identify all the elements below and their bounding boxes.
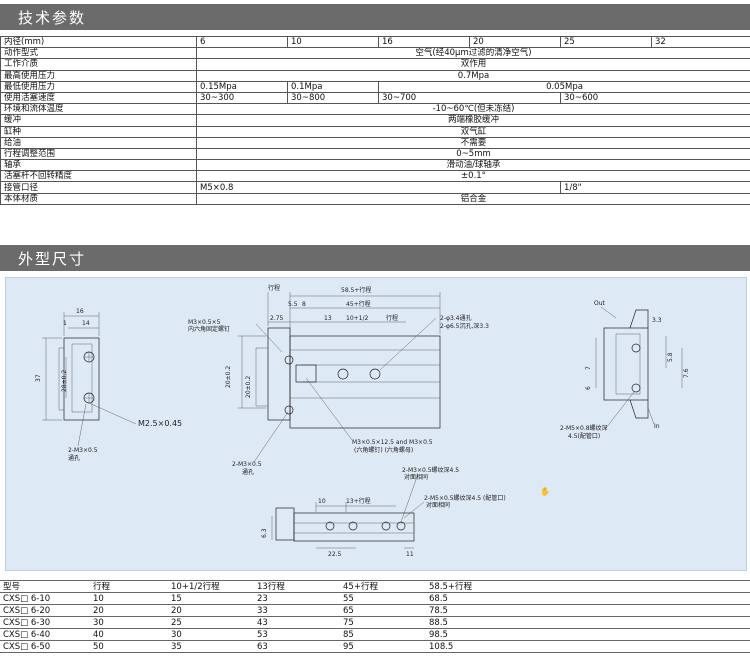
m3f-label: 通孔 (242, 468, 254, 476)
table-row: 最高使用压力 0.7Mpa (0, 69, 750, 82)
m3-label: M3×0.5×5 (188, 319, 221, 326)
table-row: 缸种 双气缸 (0, 125, 750, 138)
dim-7: 7 (585, 366, 592, 370)
bottom-body (293, 512, 415, 542)
m3d-label: (六角螺钉) (六角螺母) (354, 446, 413, 454)
table-row: 缓冲 两端橡胶缓冲 (0, 114, 750, 127)
dim-bottom-13s: 13+行程 (346, 497, 371, 505)
dims-section-header: 外型尺寸 (0, 245, 750, 271)
technical-drawing: 16 1 14 37 28±0.2 M2.5×0.45 2-M3×0.5 通孔 (5, 277, 747, 571)
dim-11: 11 (406, 551, 414, 558)
dim-v202: 20±0.2 (225, 366, 232, 388)
m3c-label: M3×0.5×12.5 and M3×0.5 (352, 439, 433, 446)
m5c-label: 2-M5×0.5螺纹深4.5 (配管口) (424, 494, 506, 502)
front-view: 行程 58.5+行程 5.5 8 45+行程 2.75 13 10+1/2 行程… (188, 284, 489, 476)
dim-stroke: 行程 (268, 284, 280, 292)
hole-label-2: 通孔 (68, 454, 80, 462)
drawing-svg: 16 1 14 37 28±0.2 M2.5×0.45 2-M3×0.5 通孔 (35, 284, 690, 558)
dim-55: 5.5 (288, 301, 298, 308)
table-row: 本体材质 铝合金 (0, 192, 750, 205)
dim-16: 16 (76, 308, 84, 315)
dim-13: 13 (324, 315, 332, 322)
dim-v202b: 20±0.2 (245, 376, 252, 398)
dim-28: 28±0.2 (61, 370, 68, 392)
port-inner (615, 333, 641, 395)
dim-bottom-10: 10 (318, 498, 326, 505)
table-row: CXS□ 6-40 40 30 53 85 98.5 (0, 628, 750, 641)
table-row: 使用活塞速度 30~300 30~800 30~700 30~600 (0, 91, 750, 105)
dim-58: 5.8 (667, 352, 674, 362)
table-row: CXS□ 6-50 50 35 63 95 108.5 (0, 640, 750, 653)
m3e-label: 2-M3×0.5 (232, 461, 262, 468)
dim-33: 3.3 (652, 317, 662, 324)
table-row: 内径(mm) 6 10 16 20 25 32 (0, 35, 750, 49)
dim-6: 6 (585, 386, 592, 390)
port-out-label: Out (594, 300, 606, 307)
dim-45: 45+行程 (346, 300, 371, 308)
thr-label: 2-φ3.4通孔 (440, 314, 471, 322)
m3-label-2: 内六角固定螺钉 (188, 325, 230, 333)
dim-225: 22.5 (328, 551, 342, 558)
port-view: Out In 3.3 5.8 7.6 7 6 2-M5×0.8螺纹深 4.5(配… (560, 300, 690, 440)
dim-total: 58.5+行程 (341, 286, 371, 294)
front-endplate (267, 327, 291, 421)
m5b-label: 4.5(配管口) (568, 432, 600, 440)
specs-section-title: 技术参数 (18, 9, 87, 27)
table-row: 活塞杆不回转精度 ±0.1° (0, 170, 750, 183)
specs-section-header: 技术参数 (0, 4, 750, 30)
front-hole-1 (337, 368, 349, 380)
table-row: 给油 不需要 (0, 136, 750, 149)
dim-stroke2: 行程 (386, 314, 398, 322)
dim-14: 14 (82, 320, 90, 327)
dim-37: 37 (35, 374, 42, 382)
thr-label-2: 2-φ6.5沉孔,深3.3 (440, 322, 489, 330)
m5a-label: 2-M5×0.8螺纹深 (560, 424, 608, 432)
dims-table: 型号 行程 10+1/2行程 13行程 45+行程 58.5+行程 CXS□ 6… (0, 580, 750, 653)
table-row: 环境和流体温度 -10~60℃(但未冻结) (0, 103, 750, 116)
spec-table: 内径(mm) 6 10 16 20 25 32 动作型式 空气(经40μm过滤的… (0, 35, 750, 205)
table-row: CXS□ 6-10 10 15 23 55 68.5 (0, 592, 750, 605)
table-header-row: 型号 行程 10+1/2行程 13行程 45+行程 58.5+行程 (0, 580, 750, 593)
hand-cursor-icon: ✋ (540, 486, 550, 496)
dim-8: 8 (302, 301, 306, 308)
dim-10half: 10+1/2 (346, 315, 369, 322)
dim-76: 7.6 (683, 368, 690, 378)
table-row: 接管口径 M5×0.8 1/8" (0, 181, 750, 194)
side-inner (71, 343, 93, 413)
table-row: 工作介质 双作用 (0, 58, 750, 71)
dim-1: 1 (63, 320, 67, 327)
port-in-label: In (654, 423, 660, 430)
thread-m25: M2.5×0.45 (138, 419, 182, 428)
front-hole-2 (369, 368, 381, 380)
hole-label: 2-M3×0.5 (68, 447, 98, 454)
port-body (603, 327, 649, 401)
port-in-hole (631, 383, 641, 393)
dim-275: 2.75 (270, 315, 284, 322)
table-row: 最低使用压力 0.15Mpa 0.1Mpa 0.05Mpa (0, 80, 750, 93)
side-flange (58, 347, 64, 411)
m5d-label: 对面相同 (426, 501, 450, 509)
table-row: CXS□ 6-20 20 20 33 65 78.5 (0, 604, 750, 617)
m3h-label: 对面相同 (404, 473, 428, 481)
table-row: 行程调整范围 0~5mm (0, 147, 750, 161)
dims-section-title: 外型尺寸 (18, 250, 87, 268)
dim-63: 6.3 (261, 528, 268, 538)
table-row: 动作型式 空气(经40μm过滤的清净空气) (0, 47, 750, 60)
bottom-endplate (275, 507, 295, 541)
port-out-hole (631, 343, 641, 353)
side-view: 16 1 14 37 28±0.2 M2.5×0.45 2-M3×0.5 通孔 (35, 308, 182, 462)
m3g-label: 2-M3×0.5螺纹深4.5 (402, 466, 459, 474)
spec-label: 内径(mm) (0, 35, 197, 49)
side-body (63, 337, 100, 421)
table-row: 轴承 滑动油/球轴承 (0, 159, 750, 172)
bottom-view: 10 13+行程 2-M3×0.5螺纹深4.5 对面相同 2-M5×0.5螺纹深… (261, 466, 550, 558)
front-rod-end (295, 364, 317, 383)
table-row: CXS□ 6-30 30 25 43 75 88.5 (0, 616, 750, 629)
